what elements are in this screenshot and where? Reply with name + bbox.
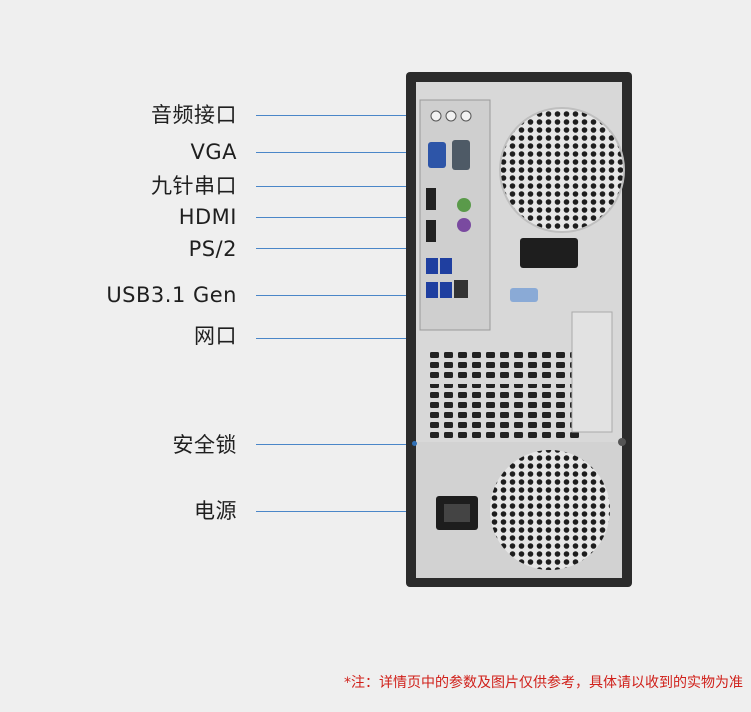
leader-serial	[256, 186, 462, 187]
leader-ps2	[256, 248, 464, 249]
label-usb: USB3.1 Gen	[106, 283, 237, 307]
leader-power	[256, 511, 456, 512]
label-serial: 九针串口	[151, 174, 237, 198]
leader-audio	[256, 115, 434, 116]
leader-network	[256, 338, 458, 339]
label-lock: 安全锁	[172, 433, 237, 457]
label-ps2: PS/2	[188, 237, 237, 261]
leader-hdmi	[256, 217, 426, 218]
pc-tower-rear-image	[406, 72, 632, 587]
label-network: 网口	[194, 324, 237, 348]
lock-dot	[412, 441, 417, 446]
label-power: 电源	[194, 499, 237, 523]
disclaimer-note: *注：详情页中的参数及图片仅供参考，具体请以收到的实物为准	[344, 675, 743, 691]
label-hdmi: HDMI	[178, 205, 237, 229]
leader-usb	[256, 295, 436, 296]
label-vga: VGA	[190, 140, 237, 164]
leader-vga	[256, 152, 434, 153]
label-audio: 音频接口	[151, 103, 237, 127]
